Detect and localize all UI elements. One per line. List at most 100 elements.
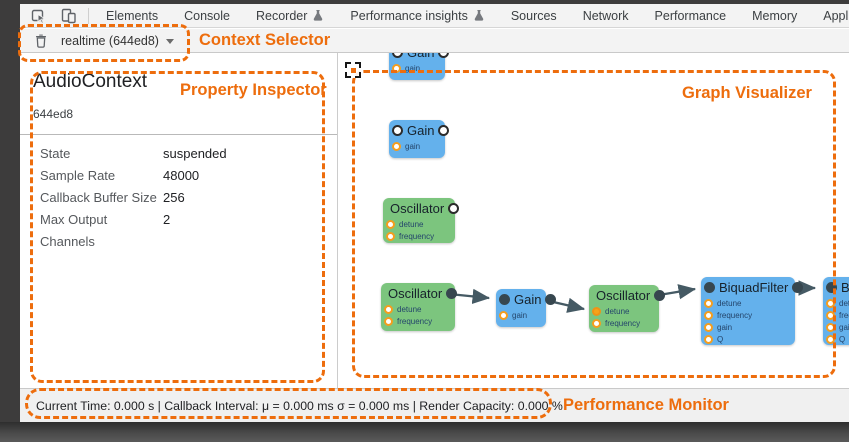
audio-param-port-icon[interactable]	[499, 310, 508, 320]
node-input-port[interactable]	[392, 53, 403, 58]
audio-param-port-icon[interactable]	[384, 304, 393, 314]
node-title-row: Oscillator	[383, 198, 460, 218]
node-title: Gain	[407, 122, 435, 138]
audio-param-port-icon[interactable]	[826, 298, 835, 308]
property-label: Max Output Channels	[40, 212, 108, 249]
node-title: BiquadFilter	[719, 279, 789, 295]
property-value: 48000	[163, 168, 200, 183]
node-output-port[interactable]	[438, 124, 450, 136]
node-input-port[interactable]	[499, 293, 510, 305]
tab-recorder[interactable]: Recorder	[243, 4, 337, 27]
param-label: gain	[839, 322, 849, 332]
node-title-row: Gain	[496, 289, 557, 309]
annotation-label-context-selector: Context Selector	[199, 31, 331, 49]
tab-performance-insights[interactable]: Performance insights	[337, 4, 497, 27]
property-label: Sample Rate	[40, 168, 116, 183]
audio-param-port-icon[interactable]	[592, 318, 601, 328]
inspect-element-icon[interactable]	[28, 7, 50, 25]
param-label: detune	[839, 298, 849, 308]
graph-node-gain[interactable]: Gain gain	[389, 120, 450, 158]
audio-param-port-icon[interactable]	[826, 322, 835, 332]
node-title: Oscillator	[390, 200, 445, 216]
param-row: frequency	[701, 309, 795, 321]
property-value: 2	[163, 212, 171, 227]
param-row: detune	[701, 297, 795, 309]
param-row: detune	[383, 218, 455, 230]
desktop-background	[0, 422, 849, 442]
audio-param-port-icon[interactable]	[704, 298, 713, 308]
property-label: State	[40, 146, 71, 161]
node-title: BiquadFilter	[841, 279, 849, 295]
param-label: detune	[605, 306, 630, 316]
tab-console[interactable]: Console	[171, 4, 243, 27]
tab-sources[interactable]: Sources	[498, 4, 570, 27]
node-output-port[interactable]	[545, 293, 557, 305]
node-output-port[interactable]	[448, 202, 460, 214]
audio-param-port-icon[interactable]	[386, 231, 395, 241]
audio-param-port-icon[interactable]	[704, 322, 713, 332]
context-selector-value: realtime (644ed8)	[61, 33, 159, 48]
param-label: detune	[717, 298, 742, 308]
audio-param-port-icon[interactable]	[384, 316, 393, 326]
param-row: frequency	[383, 230, 455, 242]
audio-param-port-icon[interactable]	[386, 219, 395, 229]
annotation-label-property-inspector: Property Inspector	[180, 81, 327, 99]
param-row: gain	[823, 321, 849, 333]
audio-param-port-icon[interactable]	[392, 141, 401, 151]
audio-param-port-icon[interactable]	[826, 310, 835, 320]
audio-param-port-icon[interactable]	[704, 334, 713, 344]
node-output-port[interactable]	[654, 289, 666, 301]
tab-label: Recorder	[255, 8, 308, 23]
node-title-row: Oscillator	[589, 285, 666, 305]
graph-visualizer-panel[interactable]: GaingainGaingainOscillatordetunefrequenc…	[337, 53, 849, 388]
param-label: detune	[399, 219, 424, 229]
tab-memory[interactable]: Memory	[739, 4, 810, 27]
tab-performance[interactable]: Performance	[642, 4, 740, 27]
param-row: frequency	[589, 317, 659, 329]
property-label: Callback Buffer Size	[40, 190, 157, 205]
node-output-port[interactable]	[792, 281, 804, 293]
param-row: Q	[823, 333, 849, 345]
property-row: Sample Rate 48000	[40, 165, 337, 187]
node-title: Gain	[403, 53, 438, 60]
context-selector-dropdown[interactable]: realtime (644ed8)	[61, 34, 174, 48]
tab-label: Console	[184, 8, 230, 23]
tab-elements[interactable]: Elements	[93, 4, 171, 27]
device-toolbar-icon[interactable]	[58, 7, 80, 25]
trash-icon[interactable]	[34, 33, 48, 48]
node-input-port[interactable]	[392, 124, 403, 136]
param-row: detune	[381, 303, 455, 315]
node-input-port[interactable]	[826, 281, 837, 293]
param-label: detune	[397, 304, 422, 314]
param-row: detune	[823, 297, 849, 309]
audio-param-port-icon[interactable]	[592, 306, 601, 316]
annotation-corner-handle	[345, 62, 361, 78]
inspector-divider	[20, 134, 337, 135]
node-title-row: Gain	[389, 120, 450, 140]
audio-param-port-icon[interactable]	[392, 63, 401, 73]
param-label: Q	[839, 334, 846, 344]
param-label: gain	[717, 322, 733, 332]
tab-network[interactable]: Network	[570, 4, 642, 27]
node-output-port[interactable]	[446, 287, 458, 299]
param-label: gain	[512, 310, 528, 320]
param-row: Q	[701, 333, 795, 345]
tab-label: Performance	[654, 8, 727, 23]
context-toolbar: realtime (644ed8)	[20, 29, 849, 53]
audiocontext-title: AudioContext	[33, 71, 148, 92]
node-title-row: Gain	[389, 53, 450, 62]
tab-application[interactable]: Application	[810, 4, 849, 27]
param-row: gain	[389, 140, 445, 152]
audio-param-port-icon[interactable]	[704, 310, 713, 320]
audio-param-port-icon[interactable]	[826, 334, 835, 344]
node-input-port[interactable]	[704, 281, 715, 293]
